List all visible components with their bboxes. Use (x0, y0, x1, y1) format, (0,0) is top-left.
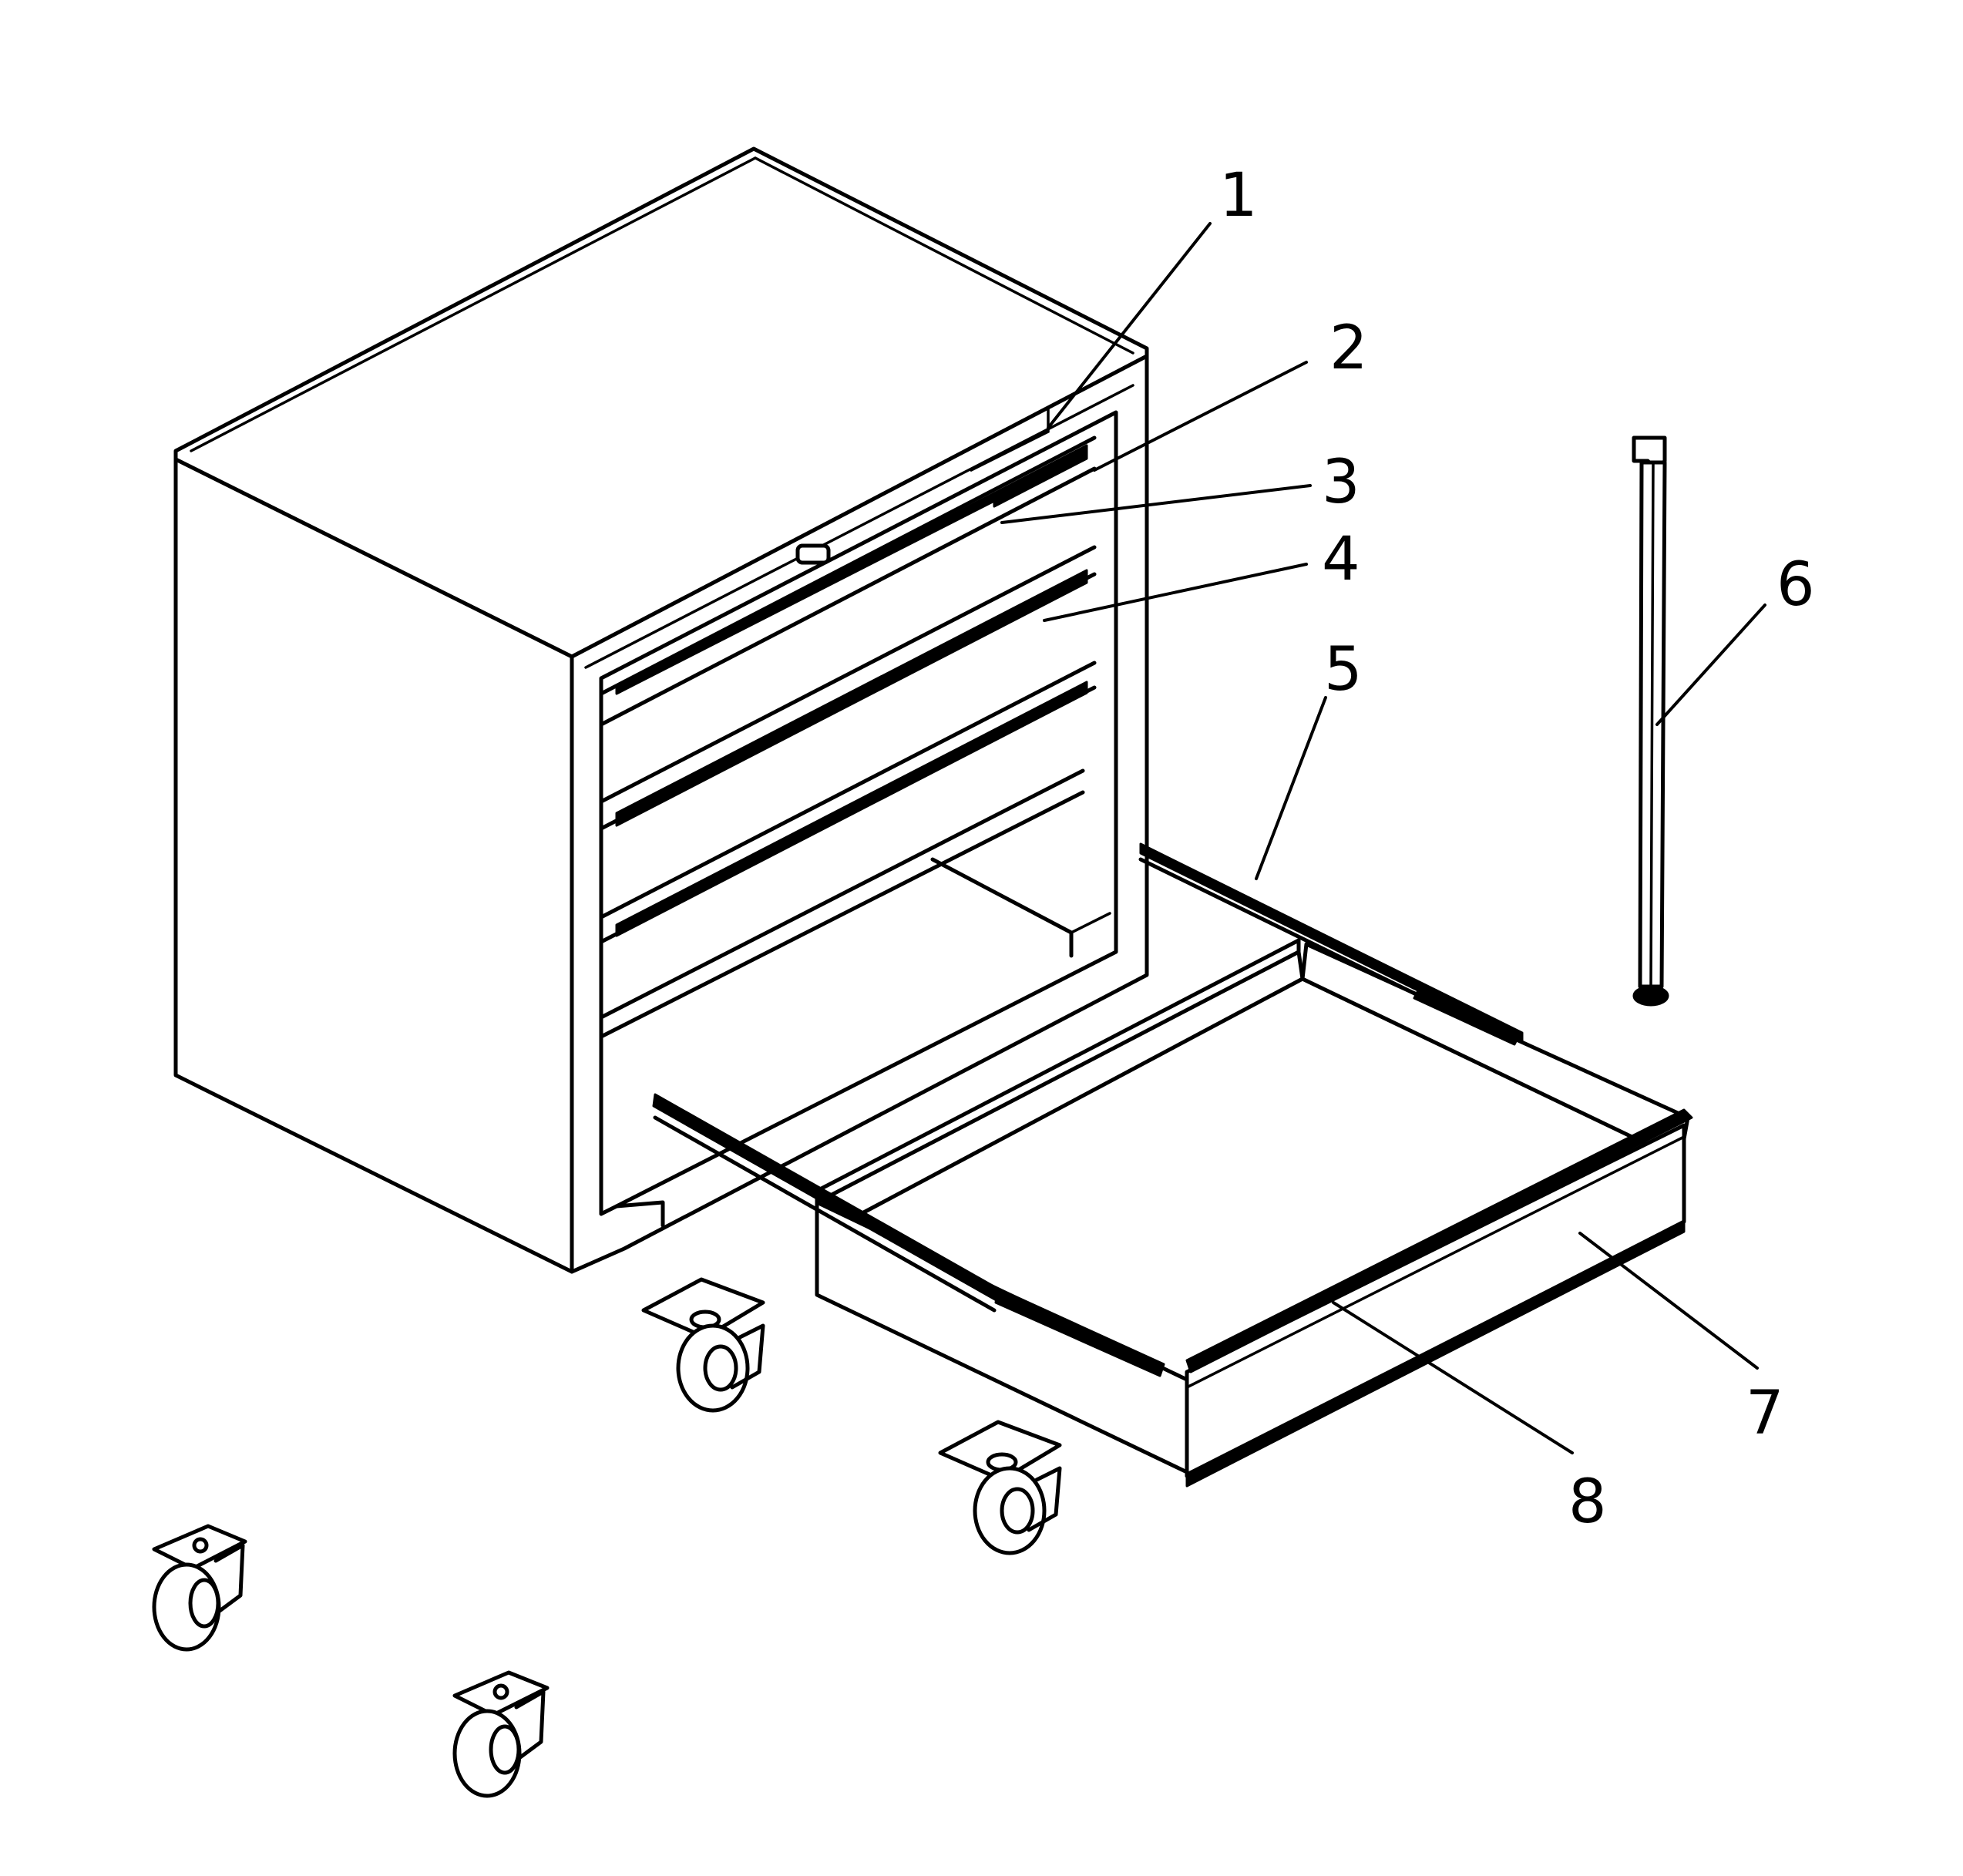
drawer-slide-left (1138, 842, 1524, 1046)
callout-7: 7 (1746, 1379, 1784, 1448)
leader-2 (1093, 361, 1308, 472)
caster-2 (938, 1420, 1062, 1555)
leader-1 (1047, 222, 1212, 429)
callout-2: 2 (1329, 314, 1368, 383)
leader-4 (1043, 563, 1308, 622)
caster-3 (152, 1524, 247, 1652)
leader-lines (1000, 222, 1766, 1454)
caster-4 (452, 1670, 550, 1798)
drawer-slides-top (615, 444, 1088, 937)
cabinet-front-frame (570, 354, 1149, 1274)
lock-icon (795, 543, 831, 565)
callout-4: 4 (1322, 525, 1360, 594)
callout-6: 6 (1776, 550, 1815, 620)
caster-1 (641, 1277, 765, 1413)
leader-5 (1255, 696, 1327, 880)
cabinet-body (173, 146, 1149, 1274)
drawer (815, 938, 1693, 1488)
callout-3: 3 (1322, 448, 1360, 517)
leader-7 (1578, 1232, 1759, 1370)
leader-6 (1655, 603, 1766, 726)
lock-bar (1632, 435, 1669, 1007)
leader-3 (1000, 484, 1312, 524)
callout-5: 5 (1324, 635, 1363, 704)
drawer-slide-bottom (652, 1093, 1165, 1377)
callout-labels: 1 2 3 4 5 6 7 8 (1219, 161, 1815, 1537)
callout-8: 8 (1568, 1468, 1607, 1537)
leader-8 (1332, 1301, 1574, 1454)
drawer-handle-rail (1185, 1108, 1693, 1373)
callout-1: 1 (1219, 161, 1258, 230)
drawer-bottom-rail (1185, 1220, 1686, 1488)
